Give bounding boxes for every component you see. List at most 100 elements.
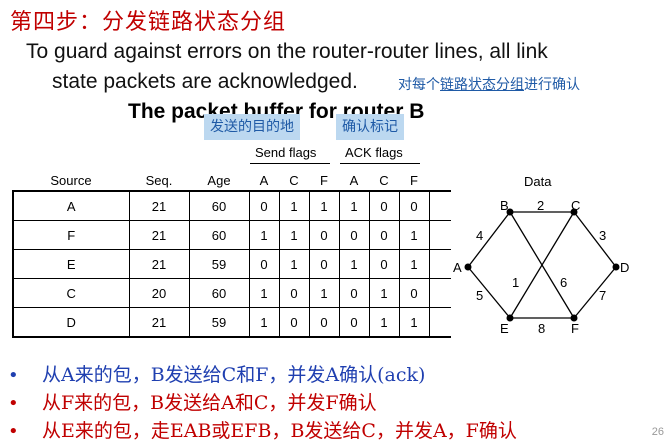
cell-seq: 21 xyxy=(128,220,190,250)
cell-send-flag: 0 xyxy=(248,190,280,221)
bullet-dot-icon: • xyxy=(8,365,19,386)
cell-ack-flag: 1 xyxy=(338,190,370,221)
cell-age: 60 xyxy=(188,190,250,221)
weight-b-f: 6 xyxy=(560,275,567,290)
table-row: D 21 59 1 0 0 0 1 1 xyxy=(12,307,451,338)
cell-age: 59 xyxy=(188,307,250,338)
cell-ack-flag: 0 xyxy=(338,220,370,250)
note-link: 链路状态分组 xyxy=(440,77,524,93)
callout-destination: 发送的目的地 xyxy=(204,114,300,140)
cell-send-flag: 0 xyxy=(308,307,340,338)
bullet-dot-icon: • xyxy=(8,421,19,442)
cell-source: F xyxy=(12,220,130,250)
node-b xyxy=(506,208,514,216)
header-send-a: A xyxy=(259,172,269,188)
cell-data xyxy=(428,307,451,338)
cell-ack-flag: 1 xyxy=(338,249,370,279)
weight-c-e: 1 xyxy=(512,275,519,290)
send-flags-label: Send flags xyxy=(255,145,317,160)
bullet-text: 从E来的包，走EAB或EFB，B发送给C，并发A，F确认 xyxy=(42,420,517,442)
cell-source: C xyxy=(12,278,130,308)
table-row: C 20 60 1 0 1 0 1 0 xyxy=(12,278,451,308)
ack-flags-bracket xyxy=(340,163,420,164)
cell-seq: 20 xyxy=(128,278,190,308)
intro-line-2: state packets are acknowledged. xyxy=(52,70,358,93)
callout-ack: 确认标记 xyxy=(336,114,404,140)
weight-b-c: 2 xyxy=(537,198,544,213)
cell-seq: 21 xyxy=(128,307,190,338)
node-label-c: C xyxy=(571,198,580,213)
data-header: Data xyxy=(524,174,552,189)
table-row: F 21 60 1 1 0 0 0 1 xyxy=(12,220,451,250)
edge-a-e xyxy=(467,266,511,319)
cell-data xyxy=(428,190,451,221)
cell-send-flag: 1 xyxy=(248,307,280,338)
node-label-b: B xyxy=(500,198,509,213)
header-ack-a: A xyxy=(349,172,359,188)
cell-source: D xyxy=(12,307,130,338)
cell-age: 59 xyxy=(188,249,250,279)
cell-ack-flag: 1 xyxy=(368,278,400,308)
weight-c-d: 3 xyxy=(599,228,606,243)
cell-send-flag: 0 xyxy=(278,307,310,338)
bullet-text: 从F来的包，B发送给A和C，并发F确认 xyxy=(42,392,377,414)
header-seq: Seq. xyxy=(145,172,173,188)
header-ack-c: C xyxy=(379,172,389,188)
header-send-f: F xyxy=(320,172,328,188)
cell-ack-flag: 1 xyxy=(398,249,430,279)
cell-ack-flag: 1 xyxy=(398,307,430,338)
node-label-f: F xyxy=(571,321,579,336)
cell-seq: 21 xyxy=(128,249,190,279)
page-number: 26 xyxy=(651,426,664,438)
note-prefix: 对每个 xyxy=(398,77,440,93)
edge-a-b xyxy=(467,211,511,268)
cell-send-flag: 1 xyxy=(278,249,310,279)
cell-ack-flag: 0 xyxy=(368,190,400,221)
cell-send-flag: 0 xyxy=(308,220,340,250)
bullet-item: •从A来的包，B发送给C和F，并发A确认(ack) xyxy=(8,360,425,387)
cell-send-flag: 1 xyxy=(308,190,340,221)
weight-a-e: 5 xyxy=(476,288,483,303)
node-d xyxy=(612,263,620,271)
cell-send-flag: 1 xyxy=(278,190,310,221)
cell-data xyxy=(428,278,451,308)
header-source: Source xyxy=(50,172,92,188)
cell-send-flag: 0 xyxy=(278,278,310,308)
note-suffix: 进行确认 xyxy=(524,77,580,93)
node-label-e: E xyxy=(500,321,509,336)
edge-f-d xyxy=(573,266,617,319)
node-a xyxy=(464,263,472,271)
header-ack-f: F xyxy=(410,172,418,188)
cell-source: E xyxy=(12,249,130,279)
node-f xyxy=(570,314,578,322)
table-row: E 21 59 0 1 0 1 0 1 xyxy=(12,249,451,279)
cell-ack-flag: 0 xyxy=(338,278,370,308)
chinese-note: 对每个链路状态分组进行确认 xyxy=(398,74,580,94)
cell-send-flag: 0 xyxy=(248,249,280,279)
network-graph: B C A D E F 2 4 3 5 8 7 6 1 xyxy=(453,198,629,336)
header-age: Age xyxy=(207,172,231,188)
packet-buffer-table: Source Seq. Age A C F A C F A 21 60 0 1 … xyxy=(12,170,451,338)
cell-data xyxy=(428,220,451,250)
cell-data xyxy=(428,249,451,279)
cell-send-flag: 1 xyxy=(308,278,340,308)
table-row: A 21 60 0 1 1 1 0 0 xyxy=(12,190,451,221)
cell-send-flag: 0 xyxy=(308,249,340,279)
weight-a-b: 4 xyxy=(476,228,483,243)
node-label-d: D xyxy=(620,260,629,275)
cell-ack-flag: 0 xyxy=(398,278,430,308)
send-flags-bracket xyxy=(250,163,330,164)
cell-ack-flag: 0 xyxy=(338,307,370,338)
table-header-row: Source Seq. Age A C F A C F xyxy=(13,170,451,191)
cell-age: 60 xyxy=(188,220,250,250)
weight-f-d: 7 xyxy=(599,288,606,303)
ack-flags-label: ACK flags xyxy=(345,145,403,160)
cell-ack-flag: 0 xyxy=(398,190,430,221)
bullet-item: • 从E来的包，走EAB或EFB，B发送给C，并发A，F确认 xyxy=(8,416,517,443)
cell-send-flag: 1 xyxy=(248,220,280,250)
edge-c-d xyxy=(573,211,617,268)
node-c xyxy=(570,208,578,216)
node-label-a: A xyxy=(453,260,462,275)
cell-ack-flag: 0 xyxy=(368,220,400,250)
header-send-c: C xyxy=(289,172,299,188)
